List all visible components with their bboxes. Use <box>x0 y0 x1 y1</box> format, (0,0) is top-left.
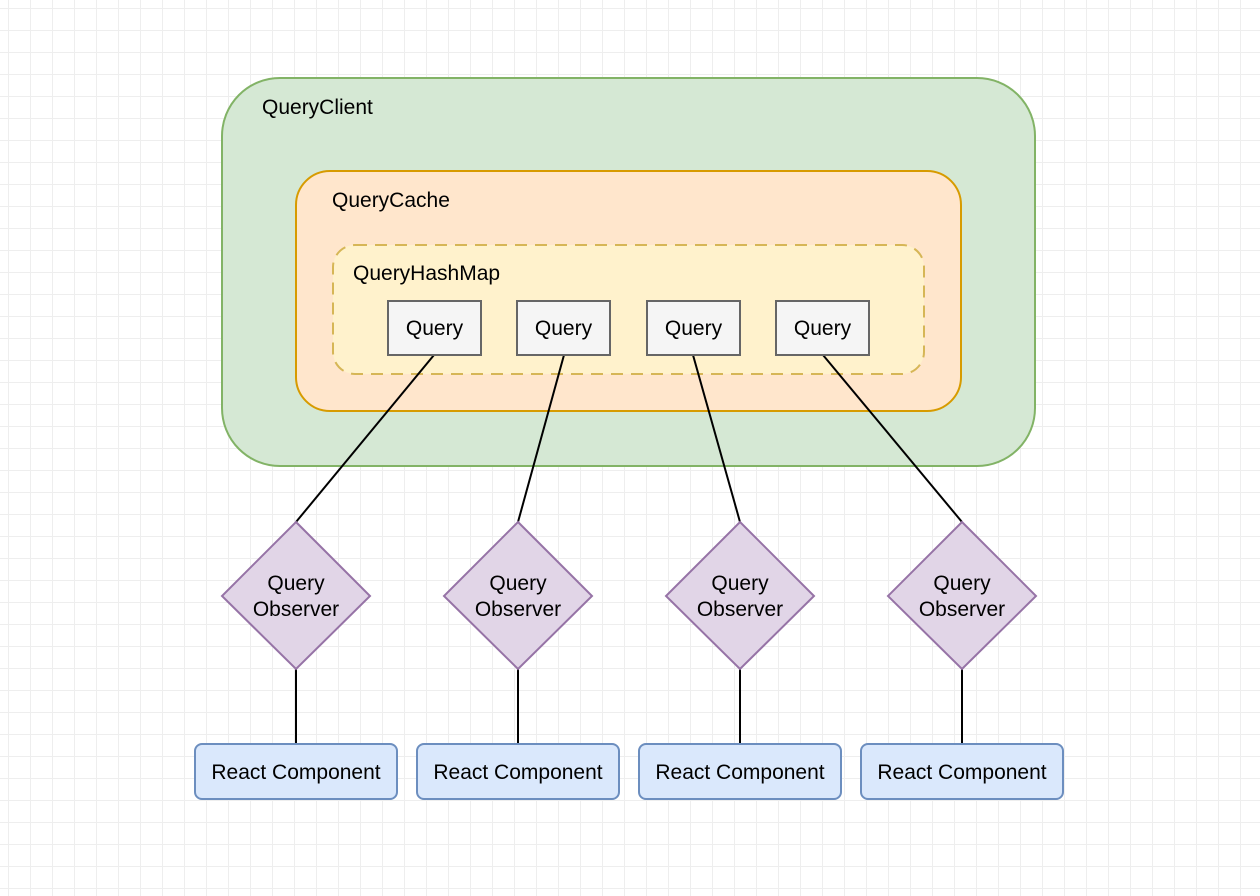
query-observer-label-line1: Query <box>933 572 991 595</box>
query-observer-node[interactable]: Query Observer <box>664 520 816 671</box>
connector-query-observer-1 <box>295 354 435 523</box>
connector-query-observer-4 <box>822 354 963 523</box>
react-component-node[interactable]: React Component <box>638 743 842 800</box>
query-box <box>516 300 611 356</box>
query-node[interactable]: Query <box>646 300 741 356</box>
react-component-node[interactable]: React Component <box>860 743 1064 800</box>
react-component-box <box>638 743 842 800</box>
query-observer-label-line2: Observer <box>253 598 339 621</box>
connector-query-observer-2 <box>517 354 565 523</box>
query-observer-node[interactable]: Query Observer <box>886 520 1038 671</box>
react-component-label: React Component <box>433 761 602 784</box>
react-component-node[interactable]: React Component <box>194 743 398 800</box>
query-observer-diamond <box>886 520 1038 671</box>
query-label: Query <box>535 317 593 340</box>
query-label: Query <box>665 317 723 340</box>
react-component-label: React Component <box>877 761 1046 784</box>
query-node[interactable]: Query <box>775 300 870 356</box>
query-box <box>387 300 482 356</box>
react-component-box <box>860 743 1064 800</box>
react-component-label: React Component <box>211 761 380 784</box>
connector-query-observer-3 <box>692 354 741 523</box>
query-node[interactable]: Query <box>516 300 611 356</box>
query-observer-label-line2: Observer <box>919 598 1005 621</box>
query-box <box>775 300 870 356</box>
query-observer-diamond <box>220 520 372 671</box>
react-component-box <box>416 743 620 800</box>
query-label: Query <box>794 317 852 340</box>
query-observer-label-line2: Observer <box>697 598 783 621</box>
query-box <box>646 300 741 356</box>
react-component-label: React Component <box>655 761 824 784</box>
query-observer-diamond <box>664 520 816 671</box>
query-hash-map-label: QueryHashMap <box>353 262 500 285</box>
react-component-node[interactable]: React Component <box>416 743 620 800</box>
connectors <box>295 354 963 744</box>
query-observer-node[interactable]: Query Observer <box>442 520 594 671</box>
query-observer-label-line1: Query <box>267 572 325 595</box>
query-observer-diamond <box>442 520 594 671</box>
query-label: Query <box>406 317 464 340</box>
query-observer-label-line2: Observer <box>475 598 561 621</box>
query-observer-label-line1: Query <box>711 572 769 595</box>
react-component-box <box>194 743 398 800</box>
query-cache-label: QueryCache <box>332 189 450 212</box>
query-client-label: QueryClient <box>262 96 373 119</box>
query-observer-node[interactable]: Query Observer <box>220 520 372 671</box>
query-observer-label-line1: Query <box>489 572 547 595</box>
query-node[interactable]: Query <box>387 300 482 356</box>
